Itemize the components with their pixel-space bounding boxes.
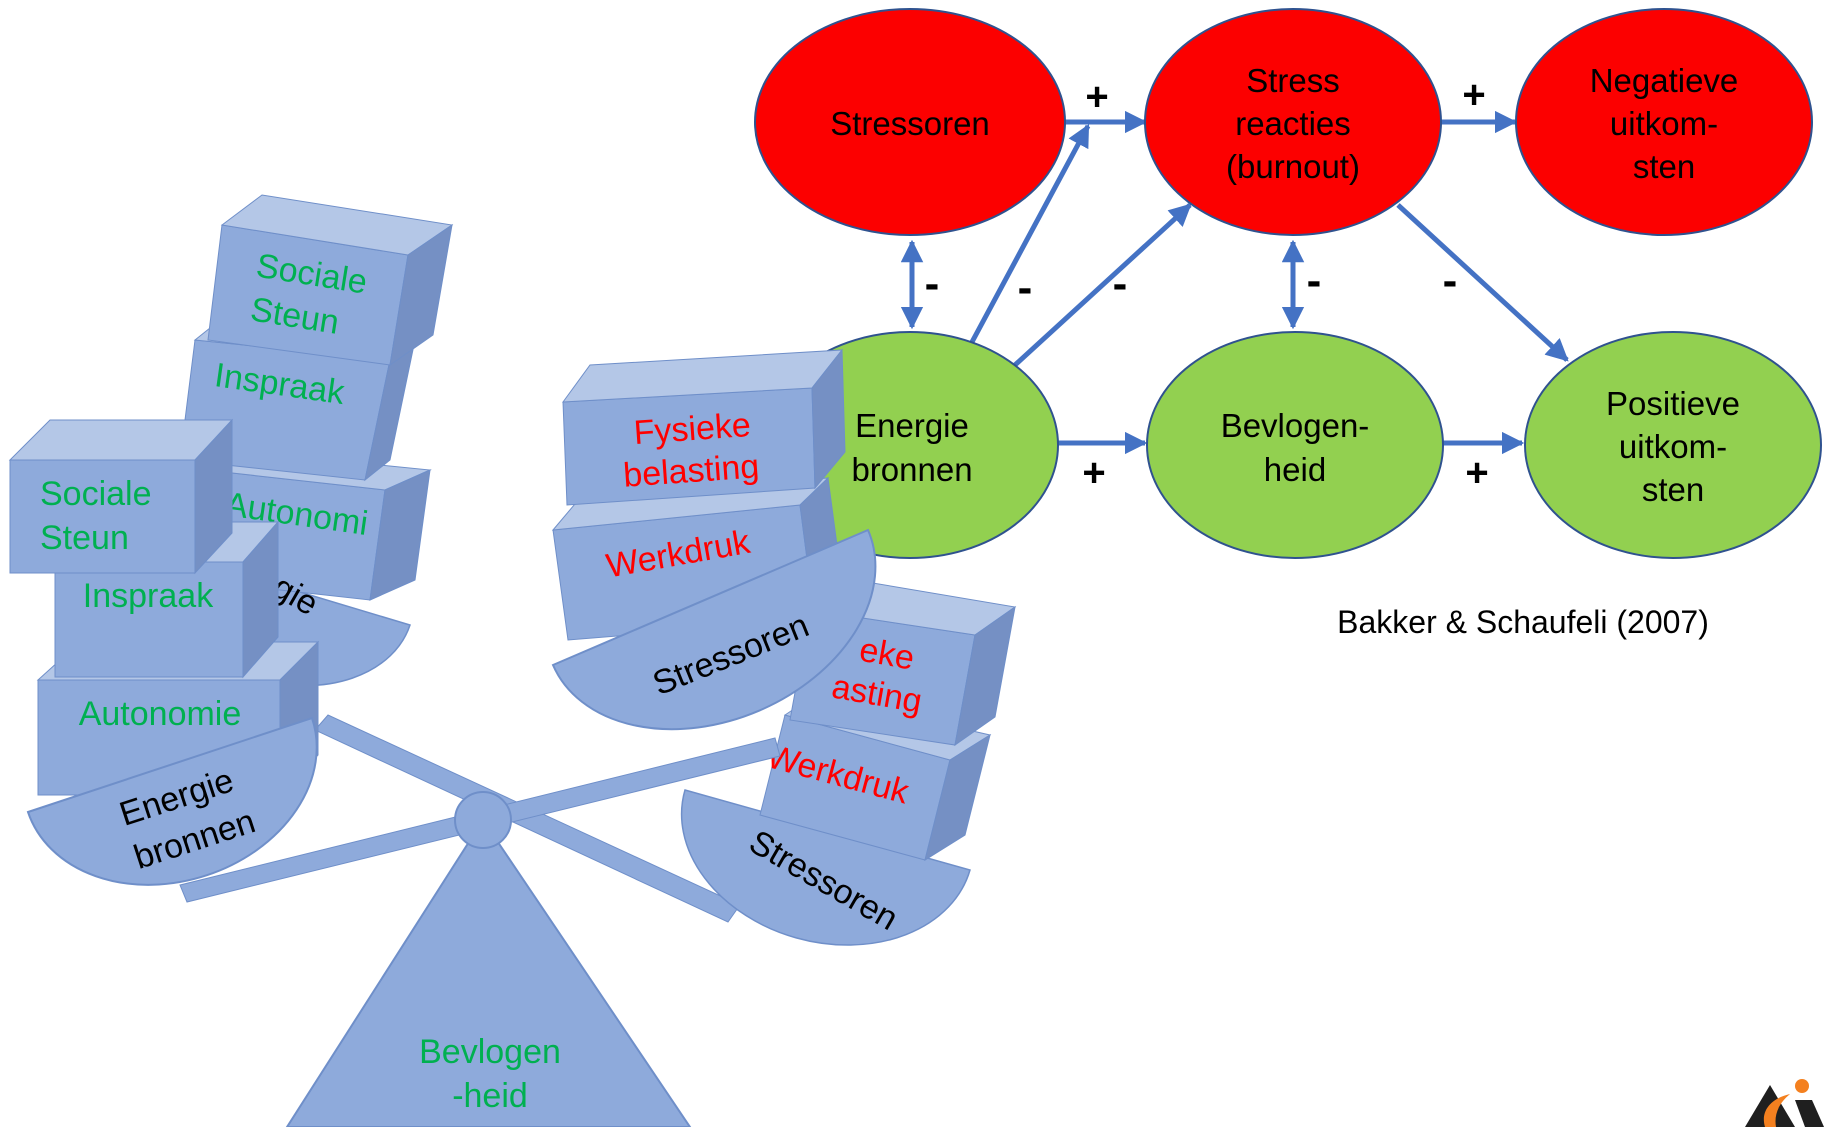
scale-base	[285, 818, 692, 1127]
scale-front-right-pan	[551, 528, 877, 731]
arrow-stress-positief	[1396, 203, 1569, 362]
node-neg-label-3: sten	[1633, 148, 1695, 185]
front-inspraak-label: Inspraak	[83, 577, 214, 615]
scale-pivot	[454, 791, 512, 849]
citation: Bakker & Schaufeli (2007)	[1337, 604, 1709, 640]
arrow-energie-stress	[1013, 203, 1192, 367]
front-sociale-label-2: Steun	[40, 519, 129, 557]
node-positieve-uitkomsten	[1524, 331, 1822, 559]
node-stressoren-label: Stressoren	[830, 105, 990, 142]
node-negatieve-uitkomsten	[1515, 8, 1813, 236]
node-neg-label-1: Negatieve	[1590, 62, 1739, 99]
front-sociale-label-1: Sociale	[40, 475, 152, 513]
node-pos-label-1: Positieve	[1606, 385, 1740, 422]
scale-base-label-1: Bevlogen	[419, 1033, 561, 1071]
node-bevlogen-label-1: Bevlogen-	[1221, 407, 1370, 444]
node-bevlogenheid	[1146, 331, 1444, 559]
back-block-sociale-steun	[207, 194, 454, 367]
scale-back-right-pan	[680, 789, 971, 946]
model-diagram: + + - - - - - + + Stressoren Stress reac…	[754, 8, 1822, 640]
scale-front-left-pan	[26, 716, 318, 886]
front-fysieke-label-2: belasting	[622, 447, 760, 494]
node-energie-label-1: Energie	[855, 407, 969, 444]
node-stress-label-2: reacties	[1235, 105, 1351, 142]
logo-icon	[1745, 1079, 1824, 1127]
node-stressoren	[754, 8, 1066, 236]
sign-bevlogen-positief: +	[1465, 451, 1488, 495]
node-stress-label-1: Stress	[1246, 62, 1340, 99]
front-fysieke-label-1: Fysieke	[632, 406, 752, 452]
node-pos-label-3: sten	[1642, 471, 1704, 508]
node-neg-label-2: uitkom-	[1610, 105, 1718, 142]
node-bevlogen-label-2: heid	[1264, 451, 1326, 488]
back-fysieke-label-1: eke	[857, 631, 918, 678]
node-energie-label-2: bronnen	[851, 451, 972, 488]
sign-stress-bevlogen: -	[1307, 256, 1322, 305]
node-stress-reacties	[1144, 8, 1442, 236]
node-pos-label-2: uitkom-	[1619, 428, 1727, 465]
sign-energie-stress: -	[1113, 259, 1128, 308]
sign-energie-moderation: -	[1018, 263, 1033, 312]
node-stress-label-3: (burnout)	[1226, 148, 1360, 185]
front-block-fysieke	[561, 348, 846, 506]
sign-stressoren-energie: -	[925, 259, 940, 308]
scale-front: Bevlogen -heid Sociale Steun Inspraak Au…	[8, 348, 877, 1127]
front-autonomie-label: Autonomie	[79, 695, 242, 733]
sign-stressoren-stress: +	[1085, 75, 1108, 119]
sign-stress-negatief: +	[1462, 73, 1485, 117]
scale-base-label-2: -heid	[452, 1077, 528, 1115]
arrow-energie-stressarrow	[969, 124, 1091, 344]
sign-stress-positief: -	[1443, 256, 1458, 305]
sign-energie-bevlogen: +	[1082, 451, 1105, 495]
front-block-sociale-steun	[8, 418, 234, 575]
